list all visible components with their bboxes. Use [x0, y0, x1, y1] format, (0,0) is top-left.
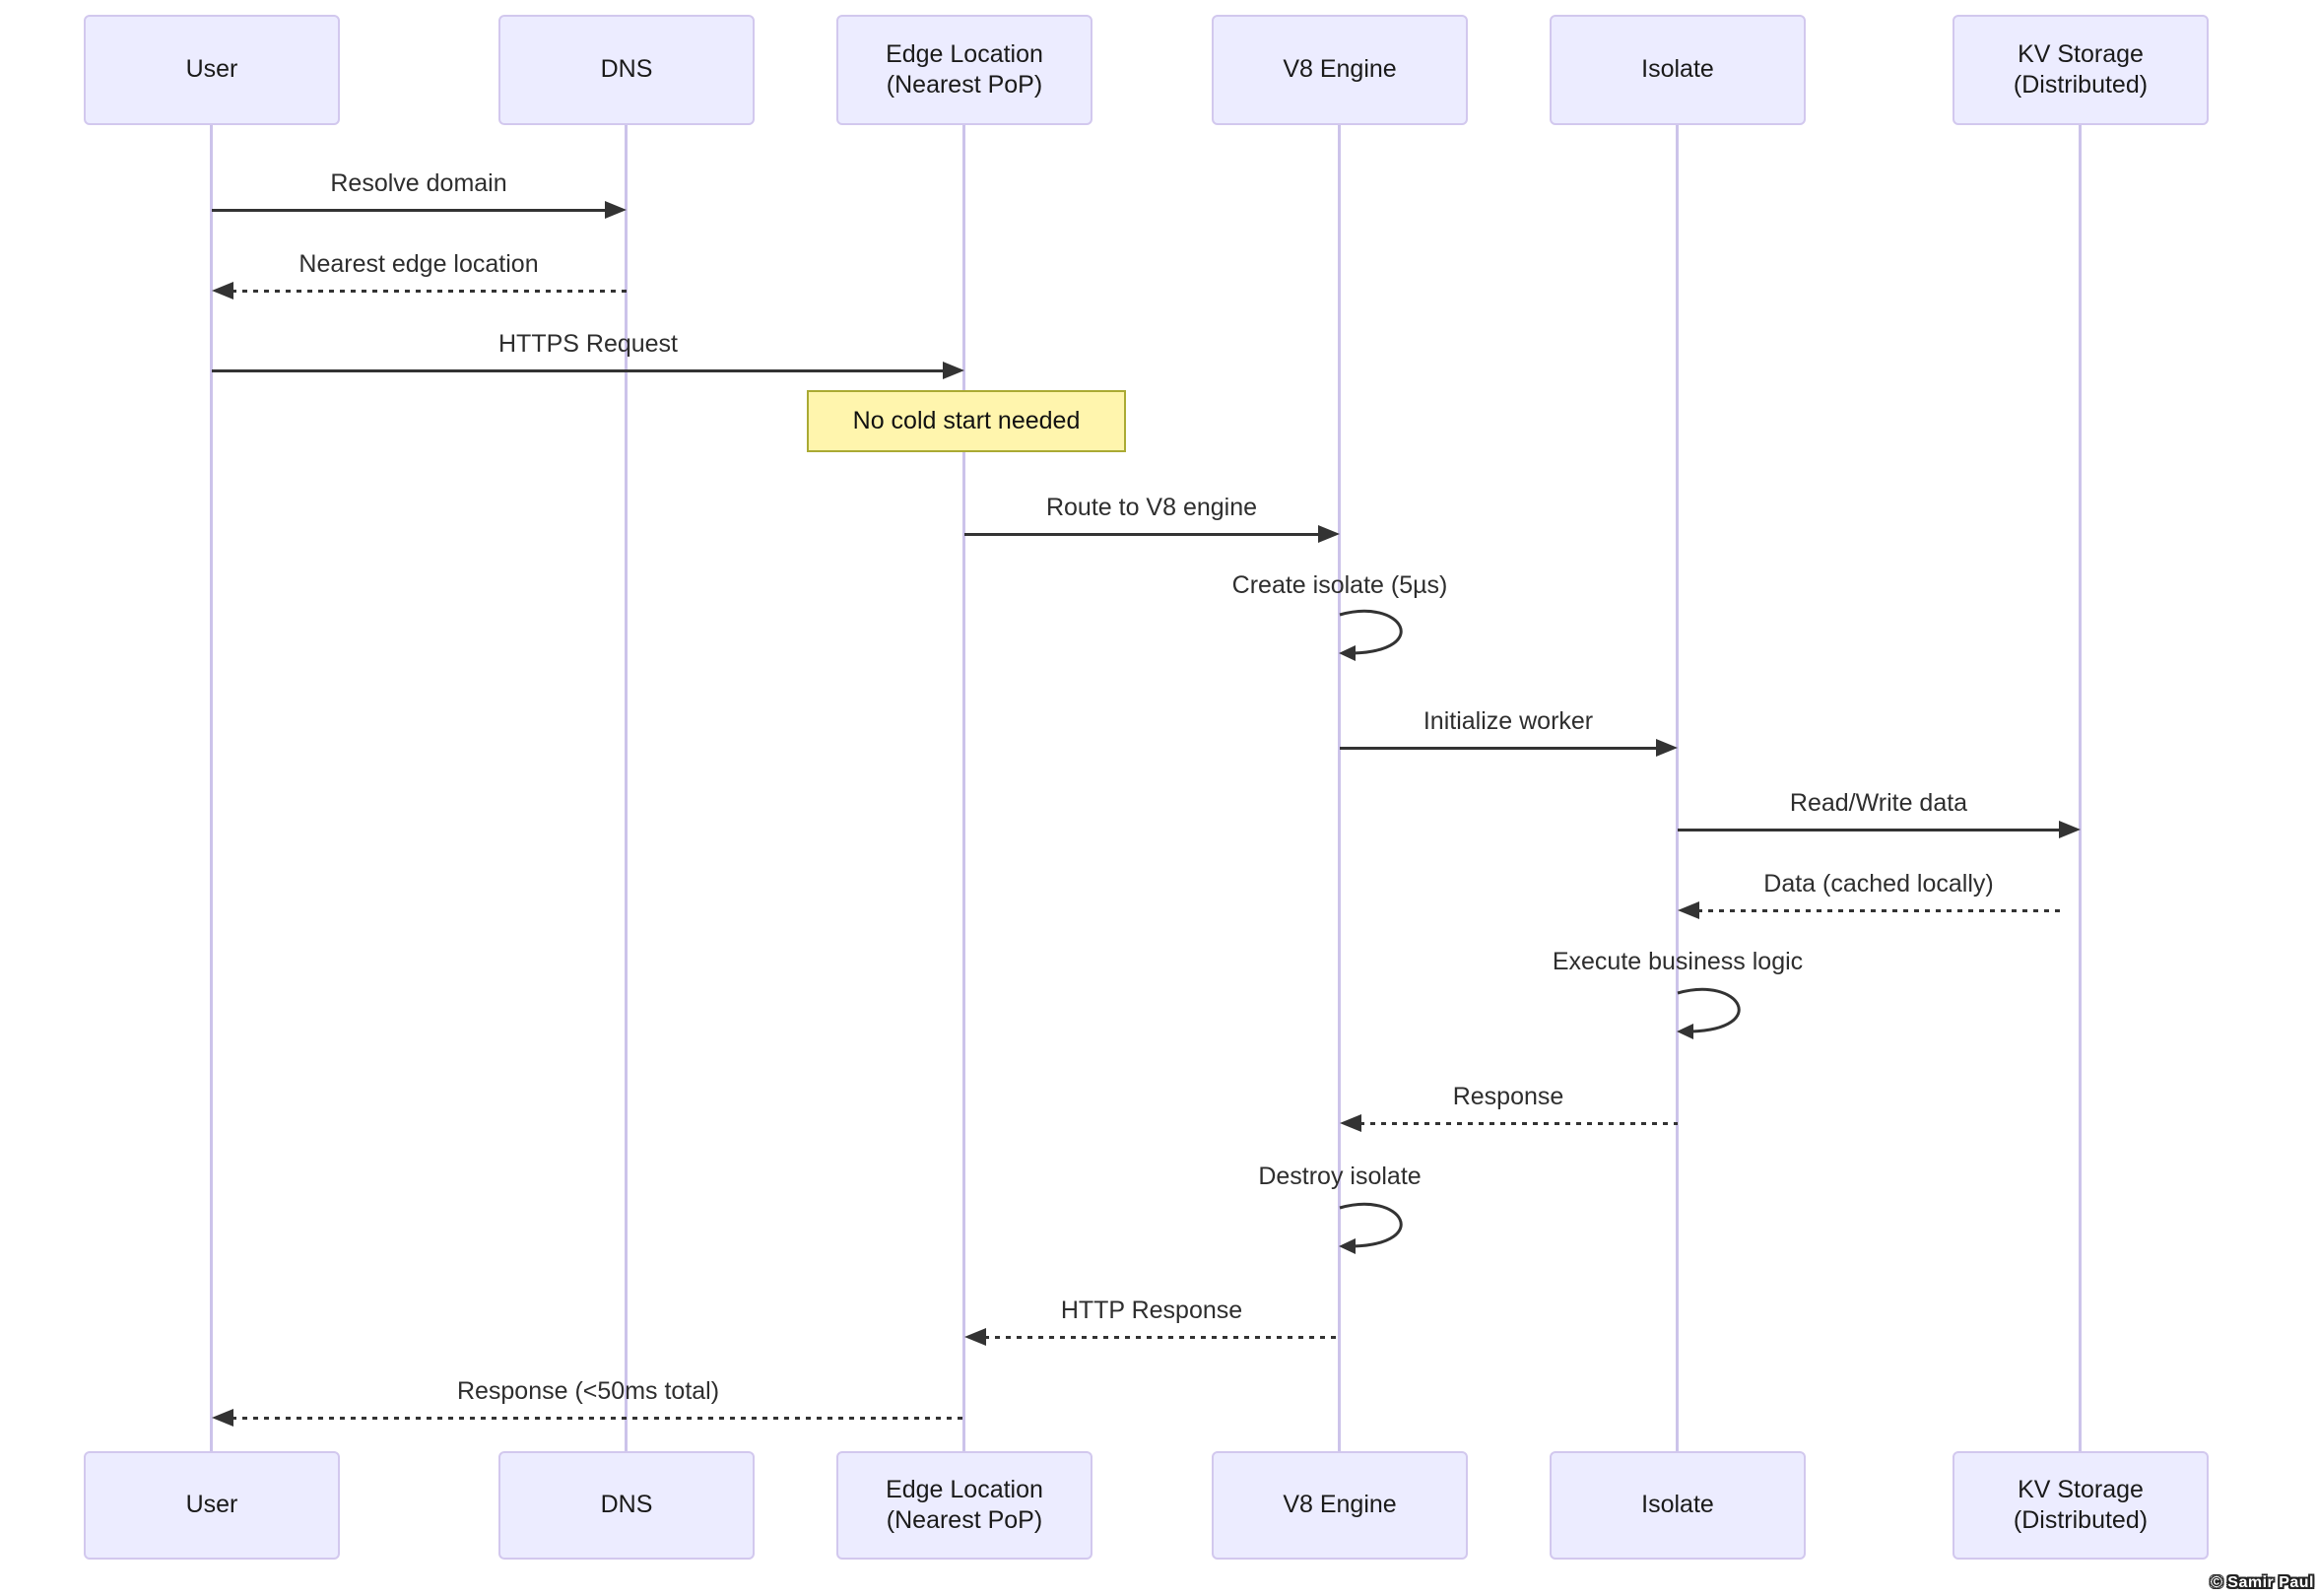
message-label: Read/Write data: [1789, 789, 1968, 817]
message-label: Route to V8 engine: [1045, 494, 1258, 521]
arrowhead-left-icon: [212, 282, 233, 299]
arrowhead-right-icon: [943, 362, 964, 379]
self-loop-arrow: [1339, 609, 1403, 661]
message-arrow: [1697, 909, 2061, 912]
message-label: Destroy isolate: [1258, 1163, 1422, 1190]
participant-user-bottom: User: [84, 1451, 340, 1560]
message-label: Resolve domain: [330, 169, 507, 197]
message-label: Execute business logic: [1552, 948, 1804, 975]
arrowhead-right-icon: [1318, 525, 1340, 543]
message-label: Response (<50ms total): [456, 1377, 720, 1405]
message-arrow: [212, 209, 607, 212]
message-arrow: [232, 290, 627, 293]
lifeline-isolate: [1676, 125, 1679, 1451]
arrowhead-left-icon: [1340, 1114, 1361, 1132]
arrowhead-right-icon: [2059, 821, 2081, 838]
participant-dns-top: DNS: [498, 15, 755, 125]
watermark: © Samir Paul: [2211, 1574, 2314, 1591]
self-loop-arrow: [1677, 987, 1741, 1039]
message-arrow: [1678, 829, 2061, 831]
participant-v8-top: V8 Engine: [1212, 15, 1468, 125]
participant-edge-top: Edge Location (Nearest PoP): [836, 15, 1092, 125]
arrowhead-left-icon: [212, 1409, 233, 1427]
lifeline-v8: [1338, 125, 1341, 1451]
arrowhead-right-icon: [1656, 739, 1678, 757]
message-label: Nearest edge location: [298, 250, 539, 278]
arrowhead-right-icon: [605, 201, 627, 219]
lifeline-kv: [2079, 125, 2082, 1451]
participant-edge-bottom: Edge Location (Nearest PoP): [836, 1451, 1092, 1560]
participant-kv-bottom: KV Storage (Distributed): [1953, 1451, 2209, 1560]
lifeline-user: [210, 125, 213, 1451]
lifeline-edge: [962, 125, 965, 1451]
arrowhead-left-icon: [964, 1328, 986, 1346]
note-text: No cold start needed: [852, 407, 1081, 434]
message-arrow: [232, 1417, 964, 1420]
participant-isolate-bottom: Isolate: [1550, 1451, 1806, 1560]
participant-user-top: User: [84, 15, 340, 125]
message-label: HTTPS Request: [497, 330, 679, 358]
participant-isolate-top: Isolate: [1550, 15, 1806, 125]
message-label: HTTP Response: [1060, 1297, 1243, 1324]
participant-kv-top: KV Storage (Distributed): [1953, 15, 2209, 125]
message-label: Initialize worker: [1423, 707, 1594, 735]
message-arrow: [964, 533, 1320, 536]
message-arrow: [1359, 1122, 1678, 1125]
lifeline-dns: [625, 125, 628, 1451]
participant-v8-bottom: V8 Engine: [1212, 1451, 1468, 1560]
message-label: Data (cached locally): [1763, 870, 1994, 898]
participant-dns-bottom: DNS: [498, 1451, 755, 1560]
message-label: Create isolate (5µs): [1231, 571, 1448, 599]
arrowhead-left-icon: [1678, 901, 1699, 919]
message-arrow: [1340, 747, 1658, 750]
self-loop-arrow: [1339, 1202, 1403, 1254]
message-label: Response: [1452, 1083, 1564, 1110]
message-arrow: [984, 1336, 1340, 1339]
message-arrow: [212, 369, 945, 372]
note: No cold start needed: [807, 390, 1126, 452]
